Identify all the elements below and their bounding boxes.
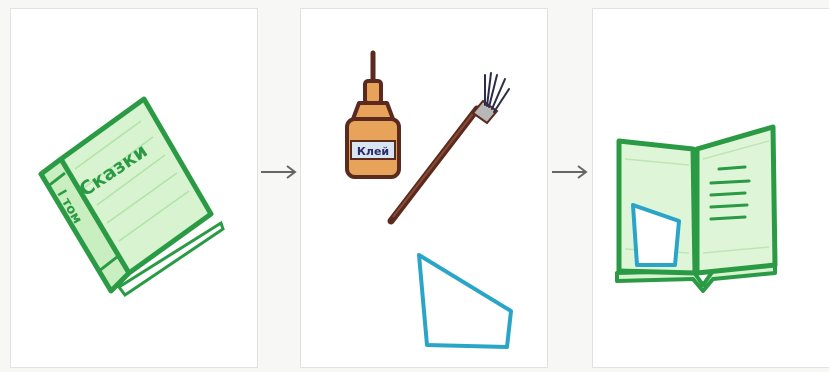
paint-brush-icon [391,73,509,221]
glue-label: Клей [357,145,389,158]
tools-drawing: Клей [301,9,549,369]
arrow-right-icon [550,162,590,182]
book-icon: Сказки I том [11,9,259,369]
step-2-panel: Клей [300,8,548,368]
paper-patch-icon [419,255,511,347]
glue-bottle-icon: Клей [347,53,399,177]
step-3-panel [592,8,829,368]
arrow-right-icon [259,162,299,182]
open-book-icon [593,9,829,369]
step-1-panel: Сказки I том [10,8,258,368]
